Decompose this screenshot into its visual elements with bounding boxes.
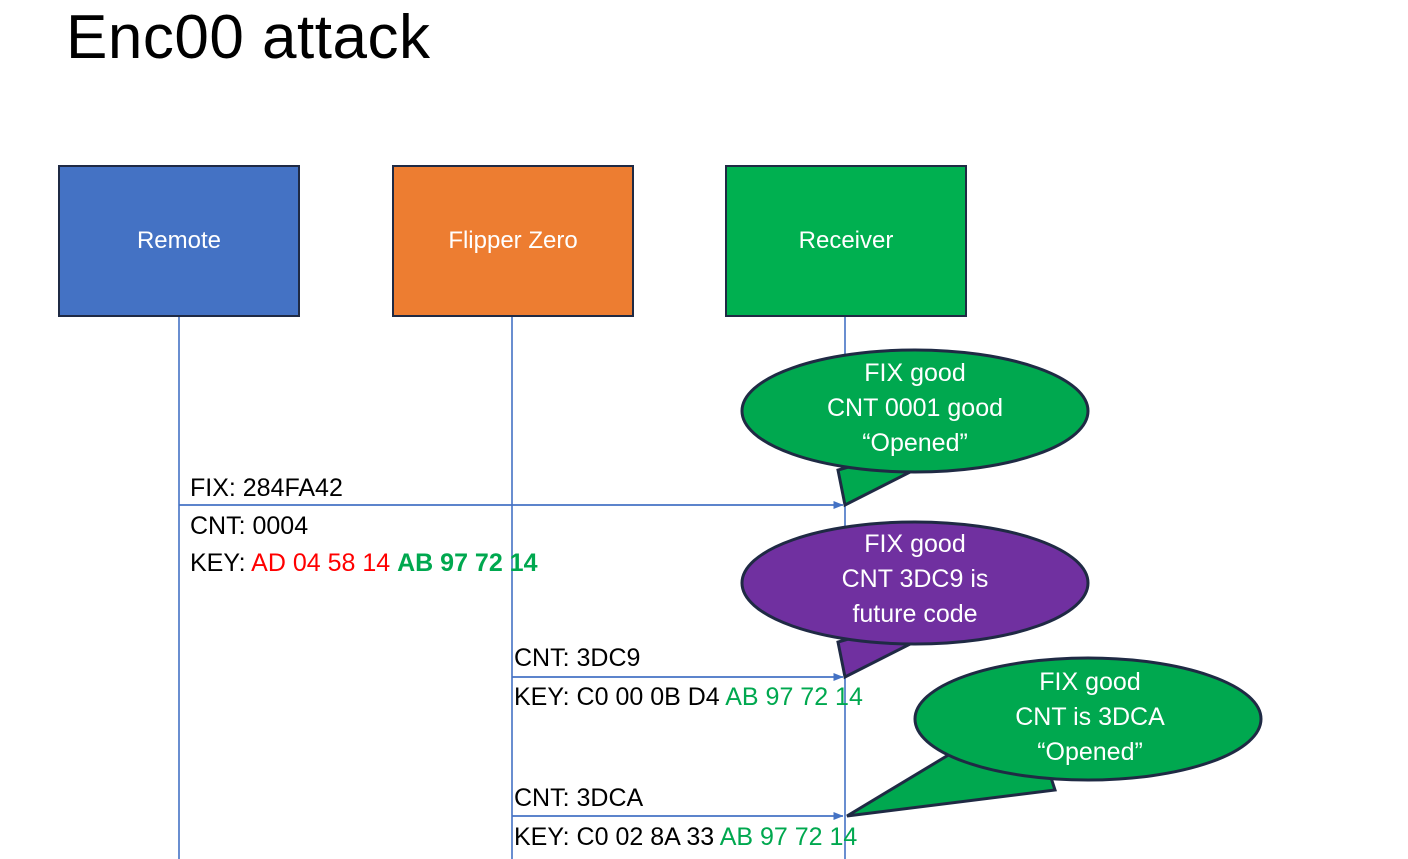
actor-label-receiver: Receiver [798, 227, 894, 254]
message-3-key-label: KEY: C0 02 8A 33 AB 97 72 14 [514, 819, 857, 855]
speech-bubble-2-line-2: CNT 3DC9 is [841, 565, 989, 593]
speech-bubble-2-line-1: FIX good [864, 530, 966, 558]
actor-box-flipper-zero[interactable]: Flipper Zero [392, 165, 634, 317]
speech-bubble-1-line-2: CNT 0001 good [826, 394, 1004, 422]
message-2-key-green-bytes: AB 97 72 14 [725, 683, 863, 711]
actor-box-remote[interactable]: Remote [58, 165, 300, 317]
message-1-key-label: KEY: AD 04 58 14 AB 97 72 14 [190, 545, 537, 581]
actor-box-receiver[interactable]: Receiver [725, 165, 967, 317]
speech-bubble-receiver-ok-3dca [846, 656, 1263, 818]
message-2-key-prefix: KEY: C0 00 0B D4 [514, 683, 726, 711]
speech-bubble-1-text: FIX good CNT 0001 good “Opened” [770, 356, 1060, 461]
message-2-key-label: KEY: C0 00 0B D4 AB 97 72 14 [514, 679, 863, 715]
speech-bubble-3-line-1: FIX good [1039, 668, 1141, 696]
speech-bubble-receiver-ok-0001 [740, 348, 1090, 508]
speech-bubble-1-line-3: “Opened” [862, 429, 968, 457]
message-1-key-red-bytes: AD 04 58 14 [251, 549, 398, 577]
message-3-key-prefix: KEY: C0 02 8A 33 [514, 823, 720, 851]
actor-label-remote: Remote [136, 227, 222, 254]
message-2-cnt-label: CNT: 3DC9 [514, 644, 641, 672]
message-1-key-green-bytes: AB 97 72 14 [397, 549, 538, 577]
message-3-cnt-label: CNT: 3DCA [514, 784, 644, 812]
message-3-key-green-bytes: AB 97 72 14 [719, 823, 858, 851]
speech-bubble-2-text: FIX good CNT 3DC9 is future code [770, 527, 1060, 632]
speech-bubble-2-line-3: future code [852, 600, 978, 628]
speech-bubble-3-line-3: “Opened” [1037, 738, 1143, 766]
actor-label-flipper-zero: Flipper Zero [448, 227, 578, 254]
message-1-key-prefix: KEY: [190, 549, 252, 577]
message-1-cnt-label: CNT: 0004 [190, 512, 309, 540]
speech-bubble-3-line-2: CNT is 3DCA [1015, 703, 1165, 731]
speech-bubble-1-line-1: FIX good [864, 359, 966, 387]
speech-bubble-3-text: FIX good CNT is 3DCA “Opened” [945, 665, 1235, 770]
speech-bubble-receiver-future-code [740, 520, 1090, 680]
message-1-fix-label: FIX: 284FA42 [190, 474, 343, 502]
page-title: Enc00 attack [66, 3, 431, 72]
